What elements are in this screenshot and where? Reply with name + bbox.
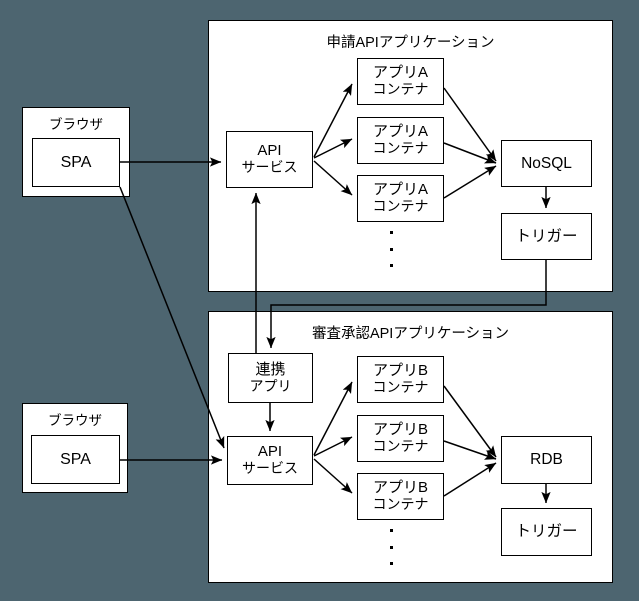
review-api-service-line1: API <box>257 443 283 461</box>
review-container-2-line2: コンテナ <box>372 438 429 455</box>
apply-api-service-line2: サービス <box>241 159 298 176</box>
review-api-service-line2: サービス <box>242 460 298 477</box>
apply-api-service: API サービス <box>226 131 313 188</box>
apply-container-1: アプリA コンテナ <box>357 58 444 105</box>
review-container-3: アプリB コンテナ <box>357 473 444 520</box>
review-trigger: トリガー <box>501 508 592 556</box>
apply-container-2-line1: アプリA <box>372 123 428 141</box>
review-api-service: API サービス <box>227 436 313 485</box>
review-container-3-line2: コンテナ <box>372 496 429 513</box>
review-container-2-line1: アプリB <box>372 421 428 439</box>
apply-trigger: トリガー <box>501 213 592 260</box>
review-container-1-line1: アプリB <box>372 362 428 380</box>
apply-api-service-line1: API <box>257 142 282 160</box>
apply-container-3: アプリA コンテナ <box>357 175 444 222</box>
review-containers-ellipsis <box>389 529 393 565</box>
apply-datastore-label: NoSQL <box>521 154 572 172</box>
panel-review-title: 審査承認APIアプリケーション <box>311 326 510 342</box>
review-link-app-line1: 連携 <box>255 360 286 378</box>
spa-bottom: SPA <box>31 435 120 484</box>
panel-apply-title: 申請APIアプリケーション <box>326 35 495 51</box>
review-datastore-label: RDB <box>530 451 563 469</box>
browser-top-label: ブラウザ <box>49 117 103 132</box>
review-container-1: アプリB コンテナ <box>357 356 444 403</box>
spa-top: SPA <box>32 138 120 187</box>
review-datastore-rdb: RDB <box>501 436 592 484</box>
apply-datastore-nosql: NoSQL <box>501 140 592 187</box>
browser-bottom-label: ブラウザ <box>48 413 102 428</box>
apply-container-1-line2: コンテナ <box>372 81 429 98</box>
review-link-app: 連携 アプリ <box>228 353 313 403</box>
apply-trigger-label: トリガー <box>515 227 578 245</box>
review-container-1-line2: コンテナ <box>372 379 429 396</box>
apply-container-3-line1: アプリA <box>372 181 428 199</box>
apply-containers-ellipsis <box>389 231 393 267</box>
review-link-app-line2: アプリ <box>249 377 292 394</box>
apply-container-1-line1: アプリA <box>372 64 428 82</box>
apply-container-2-line2: コンテナ <box>372 140 429 157</box>
review-trigger-label: トリガー <box>515 523 578 541</box>
apply-container-2: アプリA コンテナ <box>357 117 444 164</box>
review-container-2: アプリB コンテナ <box>357 415 444 462</box>
review-container-3-line1: アプリB <box>372 479 428 497</box>
apply-container-3-line2: コンテナ <box>372 198 429 215</box>
